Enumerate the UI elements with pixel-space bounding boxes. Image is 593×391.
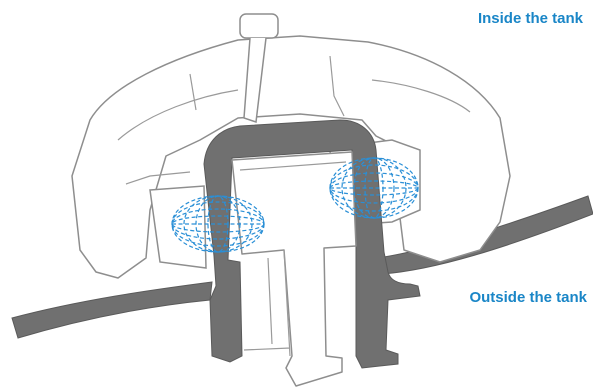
left-field-lines-icon (171, 195, 265, 253)
housing-inner-line (117, 55, 471, 185)
top-bolt-head (239, 13, 279, 39)
containment-can (203, 119, 421, 369)
top-bolt-shaft (243, 37, 267, 124)
shaft-inner-lines (239, 161, 347, 357)
outside-tank-label: Outside the tank (469, 289, 587, 306)
inside-tank-label: Inside the tank (477, 10, 583, 27)
impeller-shaft (231, 151, 357, 387)
right-field-lines-icon (329, 157, 419, 219)
